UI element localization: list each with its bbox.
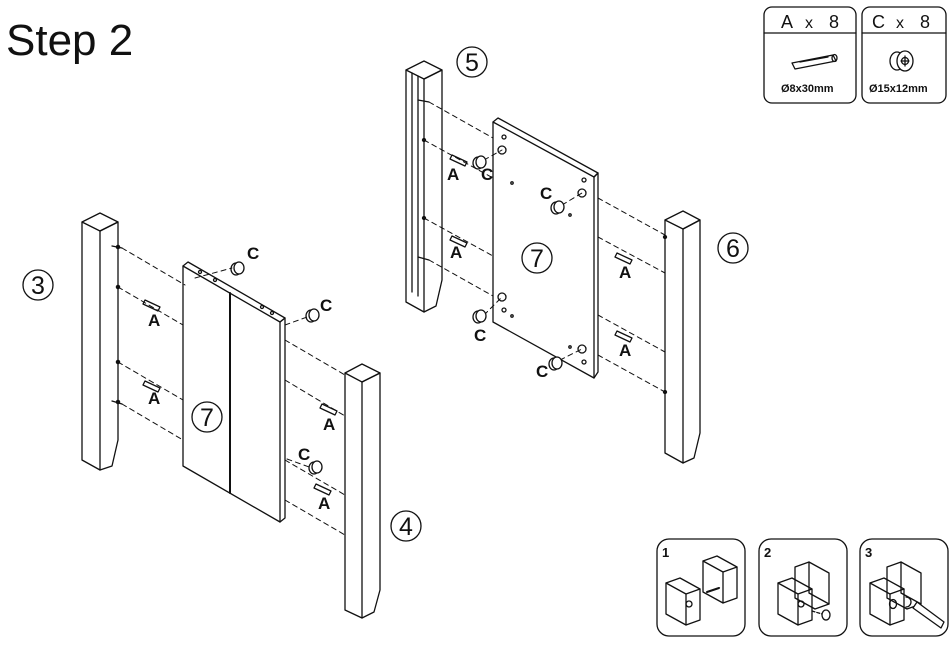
label-a: A [148, 389, 160, 408]
label-a: A [619, 341, 631, 360]
post-5 [405, 60, 443, 313]
part-number-3: 3 [22, 269, 54, 301]
cams-c-right [472, 155, 565, 371]
label-c: C [536, 362, 548, 381]
svg-text:4: 4 [399, 513, 413, 541]
part-number-5: 5 [456, 46, 488, 78]
post-6 [662, 210, 701, 464]
label-a: A [318, 494, 330, 513]
hardware-c-times: x [896, 15, 904, 32]
dowels-a-right [449, 154, 633, 343]
screwdriver-icon [912, 601, 945, 629]
label-c: C [247, 244, 259, 263]
dowel-pin-icon [791, 53, 838, 70]
label-a: A [450, 243, 462, 262]
hardware-a-letter: A [781, 12, 793, 32]
hardware-a-times: x [805, 15, 813, 32]
panel-7-left [182, 261, 286, 523]
substep-1-number: 1 [662, 545, 669, 560]
step-title: Step 2 [6, 16, 134, 65]
guides-right [423, 101, 666, 393]
hardware-c-count: 8 [920, 12, 930, 32]
cams-c-left [230, 261, 323, 475]
substep-1: 1 [656, 538, 746, 637]
label-c: C [481, 165, 493, 184]
label-a: A [447, 165, 459, 184]
part-number-4: 4 [390, 510, 422, 542]
label-a: A [148, 311, 160, 330]
part-number-6: 6 [717, 232, 749, 264]
part-number-7-right: 7 [521, 242, 553, 274]
dowels-a-left [142, 299, 338, 496]
substep-2-number: 2 [764, 545, 771, 560]
part-number-7-left: 7 [191, 401, 223, 433]
post-3 [81, 212, 119, 471]
label-c: C [320, 296, 332, 315]
panel-7-right [492, 117, 599, 379]
substep-3-number: 3 [865, 545, 872, 560]
guides-left [117, 247, 346, 536]
hardware-c-size: Ø15x12mm [869, 83, 928, 95]
svg-text:7: 7 [200, 404, 214, 432]
hardware-a-box: A x 8 Ø8x30mm [763, 6, 857, 104]
label-c: C [474, 326, 486, 345]
substep-3: 3 [859, 538, 949, 637]
label-c: C [540, 184, 552, 203]
hardware-labels: A A A A A A A A C C C C C C C [148, 165, 631, 513]
svg-text:6: 6 [726, 235, 740, 263]
label-a: A [619, 263, 631, 282]
hardware-a-count: 8 [829, 12, 839, 32]
hardware-a-size: Ø8x30mm [781, 83, 834, 95]
svg-text:3: 3 [31, 272, 45, 300]
label-a: A [323, 415, 335, 434]
hardware-c-box: C x 8 Ø15x12mm [861, 6, 947, 104]
svg-text:7: 7 [530, 245, 544, 273]
post-3-dowels [111, 244, 123, 405]
cam-lock-icon [889, 50, 914, 72]
svg-text:5: 5 [465, 49, 479, 77]
post-4 [344, 363, 381, 619]
substep-2: 2 [758, 538, 848, 637]
hardware-c-letter: C [872, 12, 885, 32]
label-c: C [298, 445, 310, 464]
